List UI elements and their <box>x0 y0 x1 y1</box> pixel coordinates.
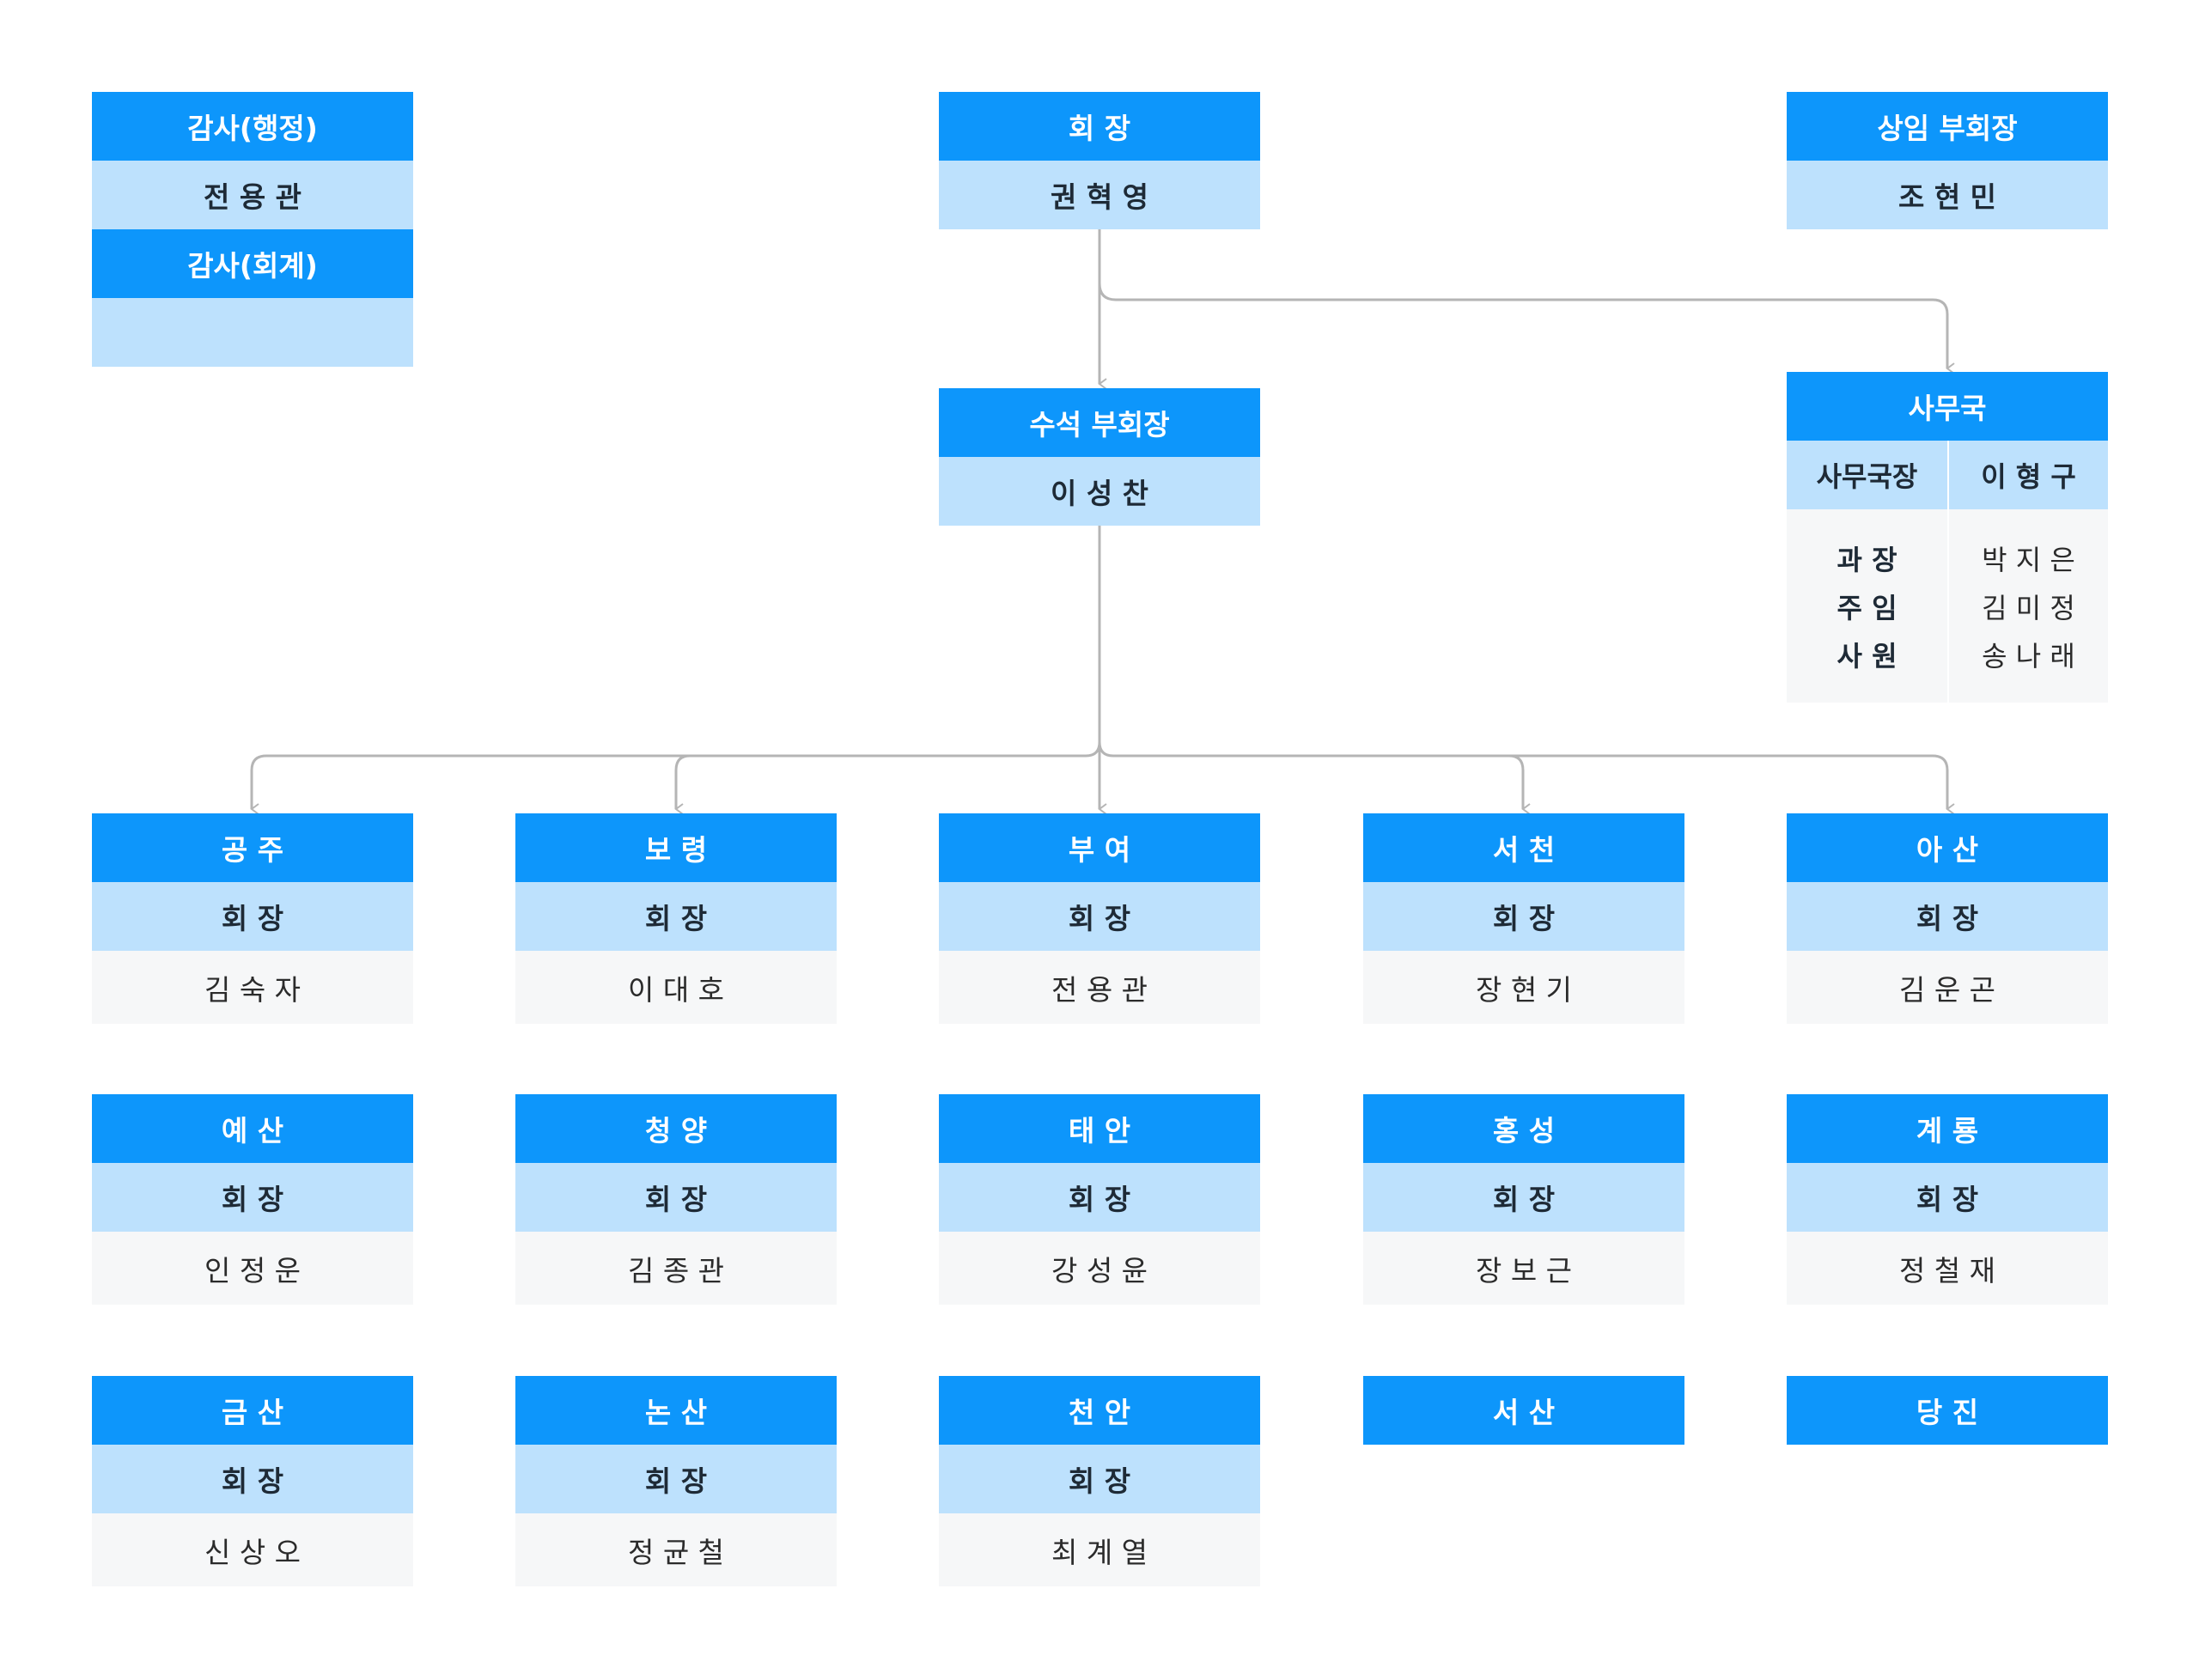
audit-admin-name: 전 용 관 <box>92 161 413 229</box>
branch-card-seosan: 서 산 <box>1363 1376 1684 1445</box>
branch-card-cheongyang: 청 양 회 장 김 종 관 <box>515 1094 837 1305</box>
line-to-asan <box>1509 754 1955 815</box>
branch-card-dangjin: 당 진 <box>1787 1376 2108 1445</box>
branch-role: 회 장 <box>1787 1163 2108 1232</box>
branch-region: 계 룡 <box>1787 1094 2108 1163</box>
branch-leader-name: 최 계 열 <box>939 1513 1260 1586</box>
branch-card-cheonan: 천 안 회 장 최 계 열 <box>939 1376 1260 1586</box>
branch-leader-name: 김 운 곤 <box>1787 951 2108 1024</box>
audit-accounting-name <box>92 298 413 367</box>
branch-region: 당 진 <box>1787 1376 2108 1445</box>
branch-card-boryeong: 보 령 회 장 이 대 호 <box>515 813 837 1024</box>
branch-role: 회 장 <box>515 882 837 951</box>
branch-region: 예 산 <box>92 1094 413 1163</box>
secretariat-title: 사무국 <box>1787 372 2108 441</box>
branch-leader-name: 정 철 재 <box>1787 1232 2108 1305</box>
secretariat-head-name: 이 형 구 <box>1947 441 2108 509</box>
branch-role: 회 장 <box>1363 1163 1684 1232</box>
branch-role: 회 장 <box>92 1445 413 1513</box>
branch-card-asan: 아 산 회 장 김 운 곤 <box>1787 813 2108 1024</box>
chairman-title: 회 장 <box>939 92 1260 161</box>
line-to-seocheon <box>1098 741 1531 815</box>
senior-vice-title: 수석 부회장 <box>939 388 1260 457</box>
staff-role: 주 임 <box>1837 591 1897 624</box>
standing-vice-name: 조 현 민 <box>1787 161 2108 229</box>
branch-region: 아 산 <box>1787 813 2108 882</box>
branch-leader-name: 김 종 관 <box>515 1232 837 1305</box>
line-to-gongju <box>250 741 1101 815</box>
branch-region: 태 안 <box>939 1094 1260 1163</box>
branch-region: 금 산 <box>92 1376 413 1445</box>
audit-accounting-box: 감사(회계) <box>92 229 413 367</box>
branch-role: 회 장 <box>515 1445 837 1513</box>
branch-leader-name: 정 균 철 <box>515 1513 837 1586</box>
branch-card-buyeo: 부 여 회 장 전 용 관 <box>939 813 1260 1024</box>
branch-leader-name: 전 용 관 <box>939 951 1260 1024</box>
branch-leader-name: 이 대 호 <box>515 951 837 1024</box>
branch-region: 보 령 <box>515 813 837 882</box>
secretariat-head-label: 사무국장 <box>1787 441 1947 509</box>
secretariat-box: 사무국 사무국장 이 형 구 과 장 주 임 사 원 박 지 은 김 미 정 송… <box>1787 372 2108 703</box>
branch-leader-name: 장 보 근 <box>1363 1232 1684 1305</box>
branch-leader-name: 신 상 오 <box>92 1513 413 1586</box>
branch-role: 회 장 <box>939 1163 1260 1232</box>
branch-leader-name: 강 성 윤 <box>939 1232 1260 1305</box>
senior-vice-name: 이 성 찬 <box>939 457 1260 526</box>
branch-card-gongju: 공 주 회 장 김 숙 자 <box>92 813 413 1024</box>
branch-role: 회 장 <box>92 882 413 951</box>
branch-role: 회 장 <box>1787 882 2108 951</box>
branch-region: 서 산 <box>1363 1376 1684 1445</box>
chairman-name: 권 혁 영 <box>939 161 1260 229</box>
branch-role: 회 장 <box>1363 882 1684 951</box>
branch-card-gyeryong: 계 룡 회 장 정 철 재 <box>1787 1094 2108 1305</box>
staff-role: 사 원 <box>1837 639 1897 673</box>
standing-vice-title: 상임 부회장 <box>1787 92 2108 161</box>
senior-vice-box: 수석 부회장 이 성 찬 <box>939 388 1260 526</box>
staff-role: 과 장 <box>1837 543 1897 576</box>
branch-card-seocheon: 서 천 회 장 장 현 기 <box>1363 813 1684 1024</box>
branch-leader-name: 장 현 기 <box>1363 951 1684 1024</box>
branch-region: 부 여 <box>939 813 1260 882</box>
staff-name: 김 미 정 <box>1982 591 2075 624</box>
branch-region: 청 양 <box>515 1094 837 1163</box>
staff-name: 박 지 은 <box>1982 543 2075 576</box>
branch-card-taean: 태 안 회 장 강 성 윤 <box>939 1094 1260 1305</box>
branch-region: 논 산 <box>515 1376 837 1445</box>
branch-role: 회 장 <box>92 1163 413 1232</box>
branch-role: 회 장 <box>939 882 1260 951</box>
audit-admin-title: 감사(행정) <box>92 92 413 161</box>
chairman-box: 회 장 권 혁 영 <box>939 92 1260 229</box>
branch-card-yesan: 예 산 회 장 인 정 운 <box>92 1094 413 1305</box>
audit-admin-box: 감사(행정) 전 용 관 <box>92 92 413 229</box>
branch-region: 천 안 <box>939 1376 1260 1445</box>
line-to-boryeong <box>674 754 691 815</box>
branch-region: 홍 성 <box>1363 1094 1684 1163</box>
staff-name: 송 나 래 <box>1982 639 2075 673</box>
branch-region: 공 주 <box>92 813 413 882</box>
branch-region: 서 천 <box>1363 813 1684 882</box>
branch-card-hongseong: 홍 성 회 장 장 보 근 <box>1363 1094 1684 1305</box>
branch-card-geumsan: 금 산 회 장 신 상 오 <box>92 1376 413 1586</box>
branch-role: 회 장 <box>515 1163 837 1232</box>
line-chairman-to-secretariat <box>1098 283 1955 374</box>
branch-card-nonsan: 논 산 회 장 정 균 철 <box>515 1376 837 1586</box>
branch-role: 회 장 <box>939 1445 1260 1513</box>
branch-leader-name: 김 숙 자 <box>92 951 413 1024</box>
audit-accounting-title: 감사(회계) <box>92 229 413 298</box>
standing-vice-box: 상임 부회장 조 현 민 <box>1787 92 2108 229</box>
branch-leader-name: 인 정 운 <box>92 1232 413 1305</box>
